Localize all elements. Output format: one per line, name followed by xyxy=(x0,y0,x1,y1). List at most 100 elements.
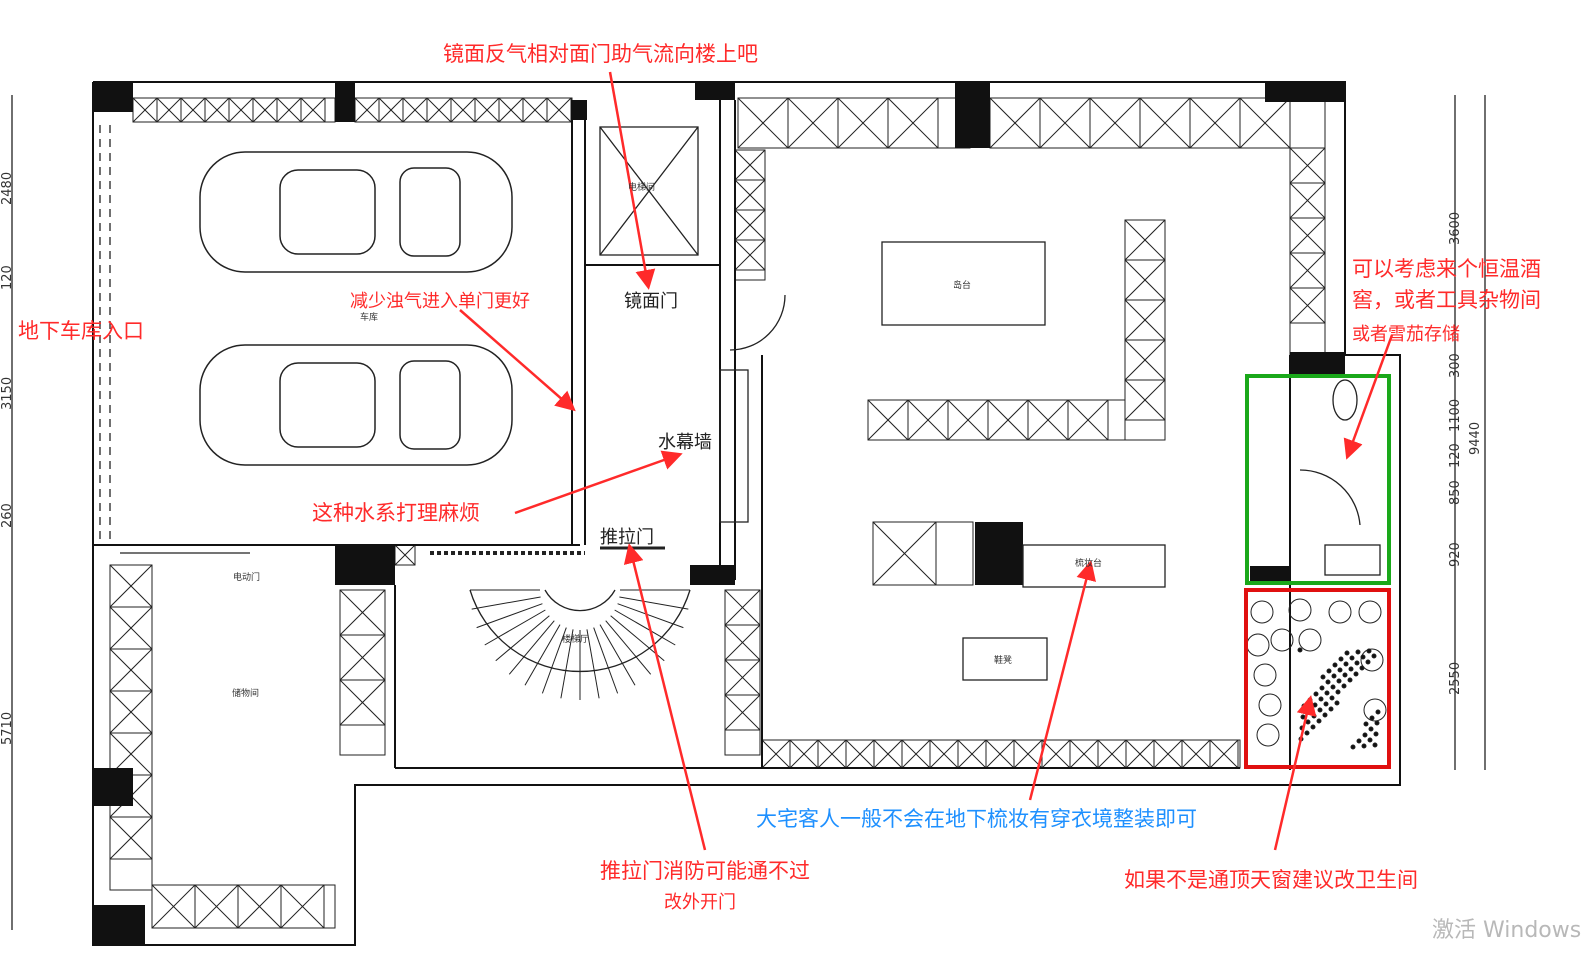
shrub xyxy=(1325,679,1331,685)
window-hatch xyxy=(354,97,573,123)
shrub xyxy=(1343,661,1349,667)
stair-tread xyxy=(541,627,567,694)
shrub xyxy=(1337,667,1343,673)
shrub xyxy=(1335,689,1341,695)
shrub xyxy=(1366,648,1372,654)
shrub xyxy=(1356,738,1362,744)
shrub xyxy=(1297,647,1303,653)
window-hatch xyxy=(761,739,1241,769)
label-sliding-door: 推拉门 xyxy=(600,527,654,548)
room-label-island: 岛台 xyxy=(953,281,972,291)
toilet xyxy=(1332,379,1358,421)
green-highlight-box xyxy=(1245,374,1391,585)
window-hatch xyxy=(872,521,974,586)
annotation-garage-entry: 地下车库入口 xyxy=(18,319,144,343)
label-water-wall: 水幕墙 xyxy=(658,432,712,453)
tree xyxy=(1298,628,1322,652)
shrub xyxy=(1365,659,1371,665)
stair-tread xyxy=(471,596,541,610)
dim-right-2: 300 xyxy=(1448,353,1463,378)
stair-tread xyxy=(560,629,574,699)
shrub xyxy=(1344,650,1350,656)
annotation-guests: 大宅客人一般不会在地下梳妆有穿衣境整装即可 xyxy=(756,807,1197,831)
stair-tread xyxy=(593,627,619,694)
window-hatch xyxy=(109,564,153,891)
tree xyxy=(1328,600,1352,624)
shrub xyxy=(1372,742,1378,748)
dim-right-3: 1100 xyxy=(1448,398,1463,432)
tree xyxy=(1250,600,1274,624)
shrub xyxy=(1322,712,1328,718)
shrub xyxy=(1328,706,1334,712)
room-label-electric-door: 电动门 xyxy=(233,573,261,583)
shrub xyxy=(1347,677,1353,683)
tree xyxy=(1253,663,1277,687)
shrub xyxy=(1301,703,1307,709)
shrub xyxy=(1329,695,1335,701)
shrub xyxy=(1361,743,1367,749)
shrub xyxy=(1316,718,1322,724)
parked-cars xyxy=(199,151,513,466)
car-2 xyxy=(199,344,513,466)
shrub xyxy=(1331,673,1337,679)
dim-left-4: 260 xyxy=(0,503,15,528)
stair-tread xyxy=(495,615,550,662)
tree xyxy=(1363,698,1387,722)
window-hatch xyxy=(724,589,761,756)
annotation-arrows xyxy=(459,71,1394,851)
shrub xyxy=(1317,707,1323,713)
shrub xyxy=(1324,690,1330,696)
stair-tread xyxy=(476,603,543,629)
shrub xyxy=(1342,672,1348,678)
shrub xyxy=(1362,732,1368,738)
shrub xyxy=(1363,721,1369,727)
room-label-storage: 储物间 xyxy=(232,689,260,699)
window-hatch xyxy=(1124,219,1166,441)
dim-right-7: 2550 xyxy=(1448,661,1463,695)
room-label-garage: 车库 xyxy=(360,313,379,323)
window-hatch xyxy=(867,399,1126,441)
shrub xyxy=(1334,700,1340,706)
dim-right-6: 920 xyxy=(1448,542,1463,567)
tree xyxy=(1270,628,1294,652)
shrub xyxy=(1341,683,1347,689)
annotation-fire-2: 改外开门 xyxy=(664,892,736,913)
window-hatch xyxy=(132,97,336,123)
annotation-skylight: 如果不是通顶天窗建议改卫生间 xyxy=(1124,868,1418,892)
tree xyxy=(1258,693,1282,717)
tree xyxy=(1256,723,1280,747)
shrub xyxy=(1360,654,1366,660)
dim-right-1: 3600 xyxy=(1448,211,1463,245)
tree xyxy=(1360,648,1384,672)
shrub xyxy=(1375,709,1381,715)
shrub xyxy=(1367,737,1373,743)
annotation-wine-cellar-1: 可以考虑来个恒温酒 xyxy=(1352,257,1541,281)
room-label-shoe-bench: 鞋凳 xyxy=(994,656,1013,666)
shrub xyxy=(1330,684,1336,690)
shrub xyxy=(1373,731,1379,737)
dim-left-3: 3150 xyxy=(0,376,15,410)
tree xyxy=(1358,600,1382,624)
dim-left-2: 120 xyxy=(0,265,15,290)
car-1 xyxy=(199,151,513,273)
room-label-vanity: 梳妆台 xyxy=(1075,559,1103,569)
annotation-wine-cellar-3: 或者雪茄存储 xyxy=(1352,324,1460,345)
annotation-reduce-gas: 减少浊气进入单门更好 xyxy=(350,291,530,312)
shrub xyxy=(1312,702,1318,708)
stair-tread xyxy=(619,596,689,610)
shrub xyxy=(1374,720,1380,726)
annotation-water-system: 这种水系打理麻烦 xyxy=(312,501,480,525)
annotation-fire-1: 推拉门消防可能通不过 xyxy=(600,859,810,883)
window-hatch xyxy=(737,97,971,149)
stair-tread xyxy=(508,620,555,675)
stair-tread xyxy=(605,620,652,675)
vanity-counter xyxy=(1022,544,1166,588)
shrub xyxy=(1326,668,1332,674)
room-label-elevator: 电梯间 xyxy=(628,183,656,193)
walls xyxy=(92,81,1401,946)
garden-plants xyxy=(1246,598,1387,750)
shrub xyxy=(1318,696,1324,702)
dim-right-4: 120 xyxy=(1448,443,1463,468)
shrub xyxy=(1311,713,1317,719)
